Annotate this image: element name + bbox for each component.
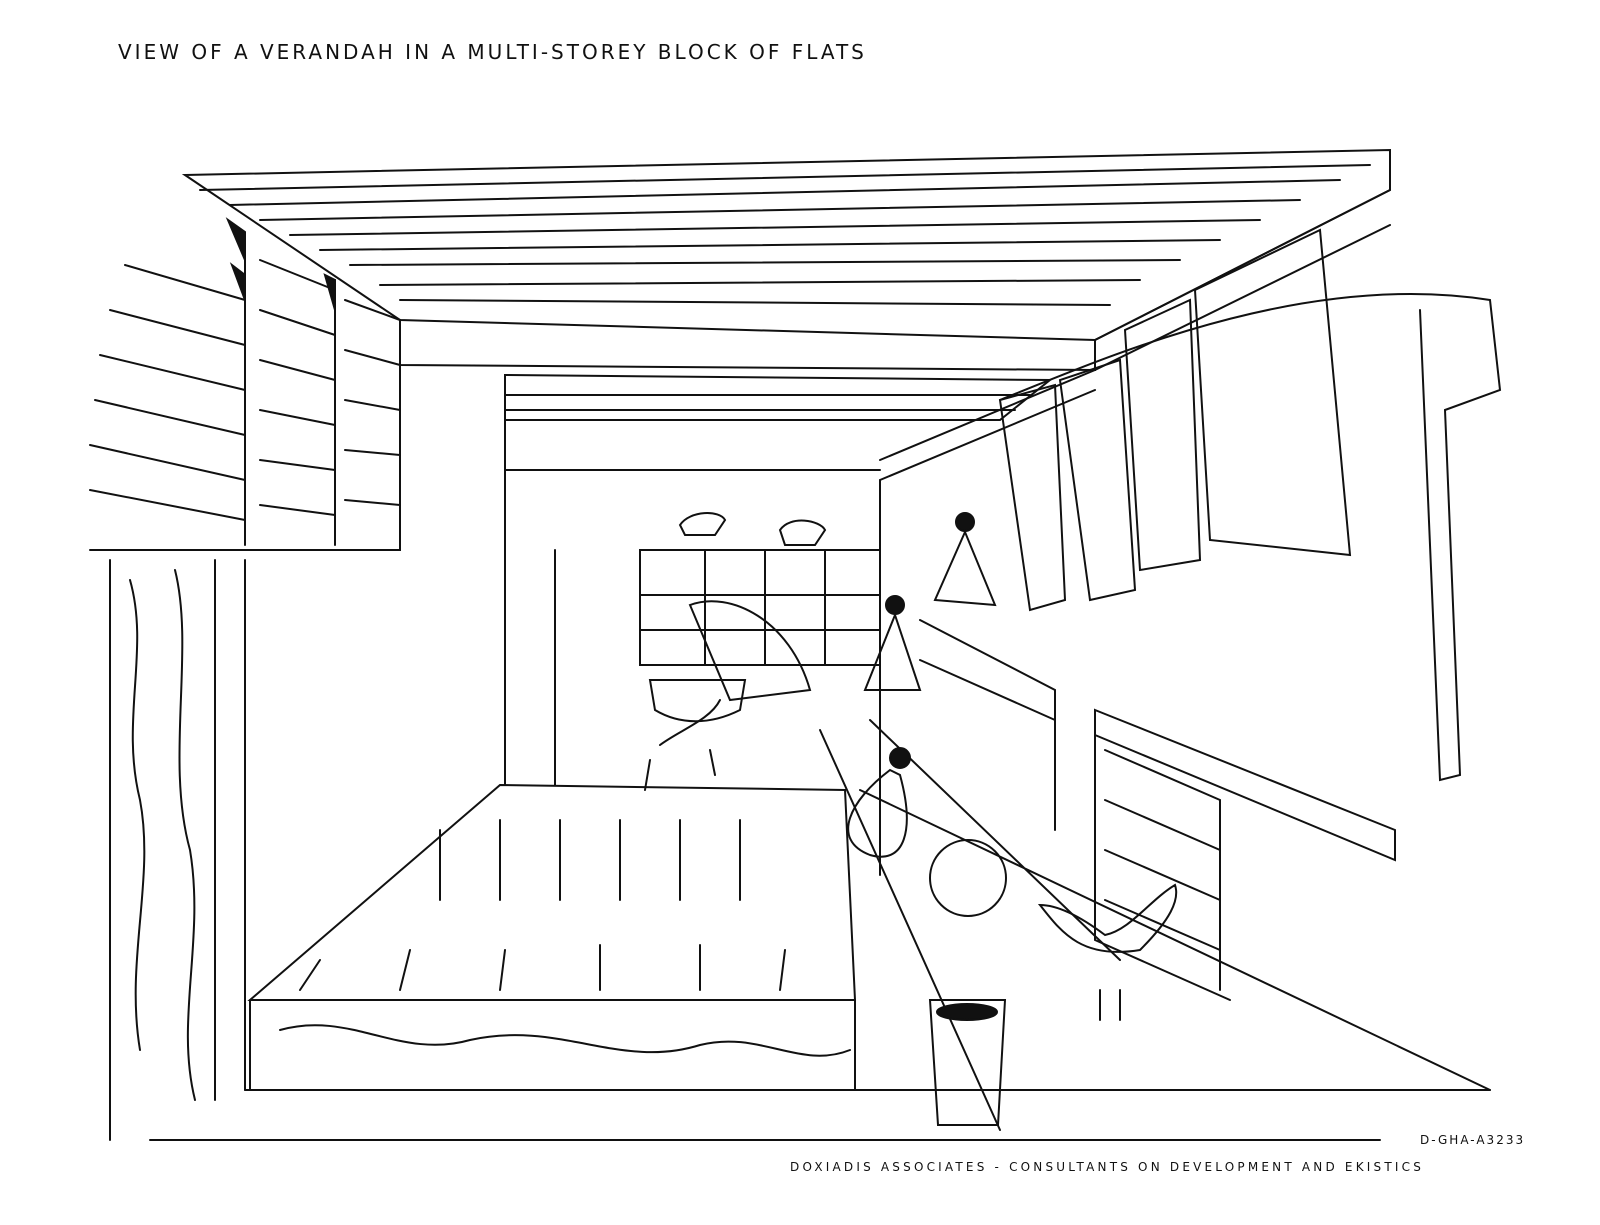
floor-tiles — [149, 719, 1491, 1141]
edge-beam — [879, 189, 1391, 876]
wood-post — [109, 559, 246, 1141]
drawing-number: D-GHA-A3233 — [1420, 1133, 1526, 1147]
hanging-laundry — [998, 228, 1502, 782]
credit-line: DOXIADIS ASSOCIATES - CONSULTANTS ON DEV… — [790, 1160, 1425, 1174]
louvred-window — [89, 217, 401, 551]
planter-box — [247, 783, 857, 1091]
drawing-title: VIEW OF A VERANDAH IN A MULTI-STOREY BLO… — [118, 40, 867, 64]
figures — [644, 512, 1178, 1126]
poultry-shelves — [504, 374, 881, 786]
ceiling-slats — [181, 148, 1391, 421]
breeze-block-balustrade — [919, 619, 1396, 1001]
